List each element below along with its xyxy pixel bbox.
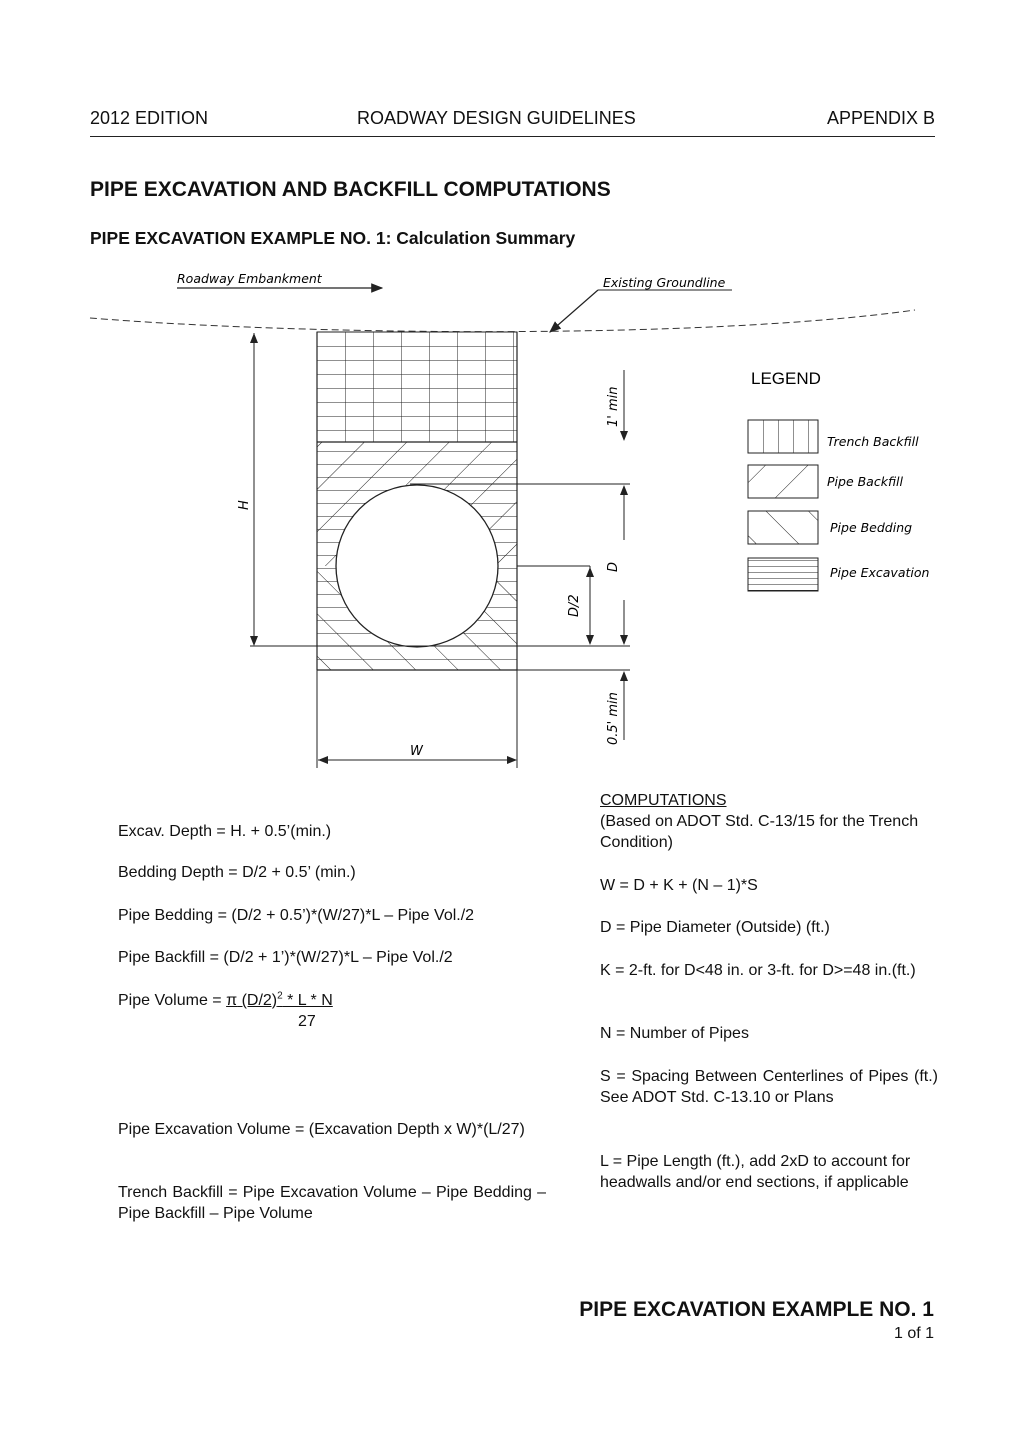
trench-diagram: Roadway Embankment Existing Groundline H… — [89, 271, 930, 768]
pipe-volume-formula: Pipe Volume = π (D/2)2 * L * N — [118, 990, 546, 1011]
pipe-volume-prefix: Pipe Volume = — [118, 992, 227, 1009]
dim-h-label: H — [237, 500, 252, 510]
k-definition: K = 2-ft. for D<48 in. or 3-ft. for D>=4… — [600, 962, 916, 979]
legend-label-pipe-backfill: Pipe Backfill — [827, 474, 904, 489]
header-edition: 2012 EDITION — [90, 108, 209, 128]
pipe-circle — [335, 484, 499, 648]
dim-d2-label: D/2 — [567, 594, 582, 617]
legend-title: LEGEND — [751, 369, 821, 388]
n-definition: N = Number of Pipes — [600, 1025, 749, 1042]
footer-title: PIPE EXCAVATION EXAMPLE NO. 1 — [579, 1298, 934, 1321]
pi-symbol: π — [226, 992, 238, 1009]
legend-label-trench-backfill: Trench Backfill — [827, 434, 919, 449]
trench-backfill-region — [316, 331, 518, 443]
legend-label-pipe-excavation: Pipe Excavation — [830, 565, 930, 580]
pipe-bedding-formula: Pipe Bedding = (D/2 + 0.5’)*(W/27)*L – P… — [118, 907, 475, 924]
header-rule — [90, 136, 935, 137]
trench-backfill-formula: Trench Backfill = Pipe Excavation Volume… — [118, 1184, 546, 1222]
legend-swatch-pipe-bedding — [747, 510, 819, 545]
section-subtitle: PIPE EXCAVATION EXAMPLE NO. 1: Calculati… — [90, 228, 576, 248]
pipe-volume-denominator: 27 — [298, 1013, 316, 1030]
excav-depth-formula: Excav. Depth = H. + 0.5’(min.) — [118, 823, 332, 840]
d-definition: D = Pipe Diameter (Outside) (ft.) — [600, 919, 830, 936]
header-guidelines: ROADWAY DESIGN GUIDELINES — [357, 108, 636, 128]
roadway-embankment-label: Roadway Embankment — [177, 271, 323, 286]
bedding-depth-formula: Bedding Depth = D/2 + 0.5’ (min.) — [118, 864, 356, 881]
legend-swatch-pipe-excavation — [747, 557, 819, 592]
header-appendix: APPENDIX B — [826, 108, 935, 128]
page-number: 1 of 1 — [893, 1325, 934, 1342]
computations-heading: COMPUTATIONS — [600, 792, 727, 809]
legend-swatch-trench-backfill — [747, 419, 819, 454]
pipe-volume-numerator: π (D/2)2 * L * N — [226, 990, 333, 1009]
legend-swatch-pipe-backfill — [747, 464, 819, 499]
existing-groundline — [89, 309, 916, 333]
dim-w-label: W — [410, 744, 424, 759]
w-formula: W = D + K + (N – 1)*S — [600, 877, 758, 894]
computations-basis: (Based on ADOT Std. C-13/15 for the Tren… — [600, 813, 919, 851]
pipe-backfill-formula: Pipe Backfill = (D/2 + 1’)*(W/27)*L – Pi… — [118, 949, 453, 966]
l-definition: L = Pipe Length (ft.), add 2xD to accoun… — [600, 1153, 911, 1191]
s-definition: S = Spacing Between Centerlines of Pipes… — [600, 1068, 938, 1106]
excavation-volume-formula: Pipe Excavation Volume = (Excavation Dep… — [118, 1121, 525, 1138]
dim-05min-label: 0.5' min — [606, 692, 621, 745]
dim-d-label: D — [606, 562, 621, 572]
dim-1min-label: 1' min — [606, 387, 621, 428]
existing-groundline-label: Existing Groundline — [603, 275, 726, 290]
page-title: PIPE EXCAVATION AND BACKFILL COMPUTATION… — [90, 178, 611, 201]
legend-label-pipe-bedding: Pipe Bedding — [830, 520, 912, 535]
